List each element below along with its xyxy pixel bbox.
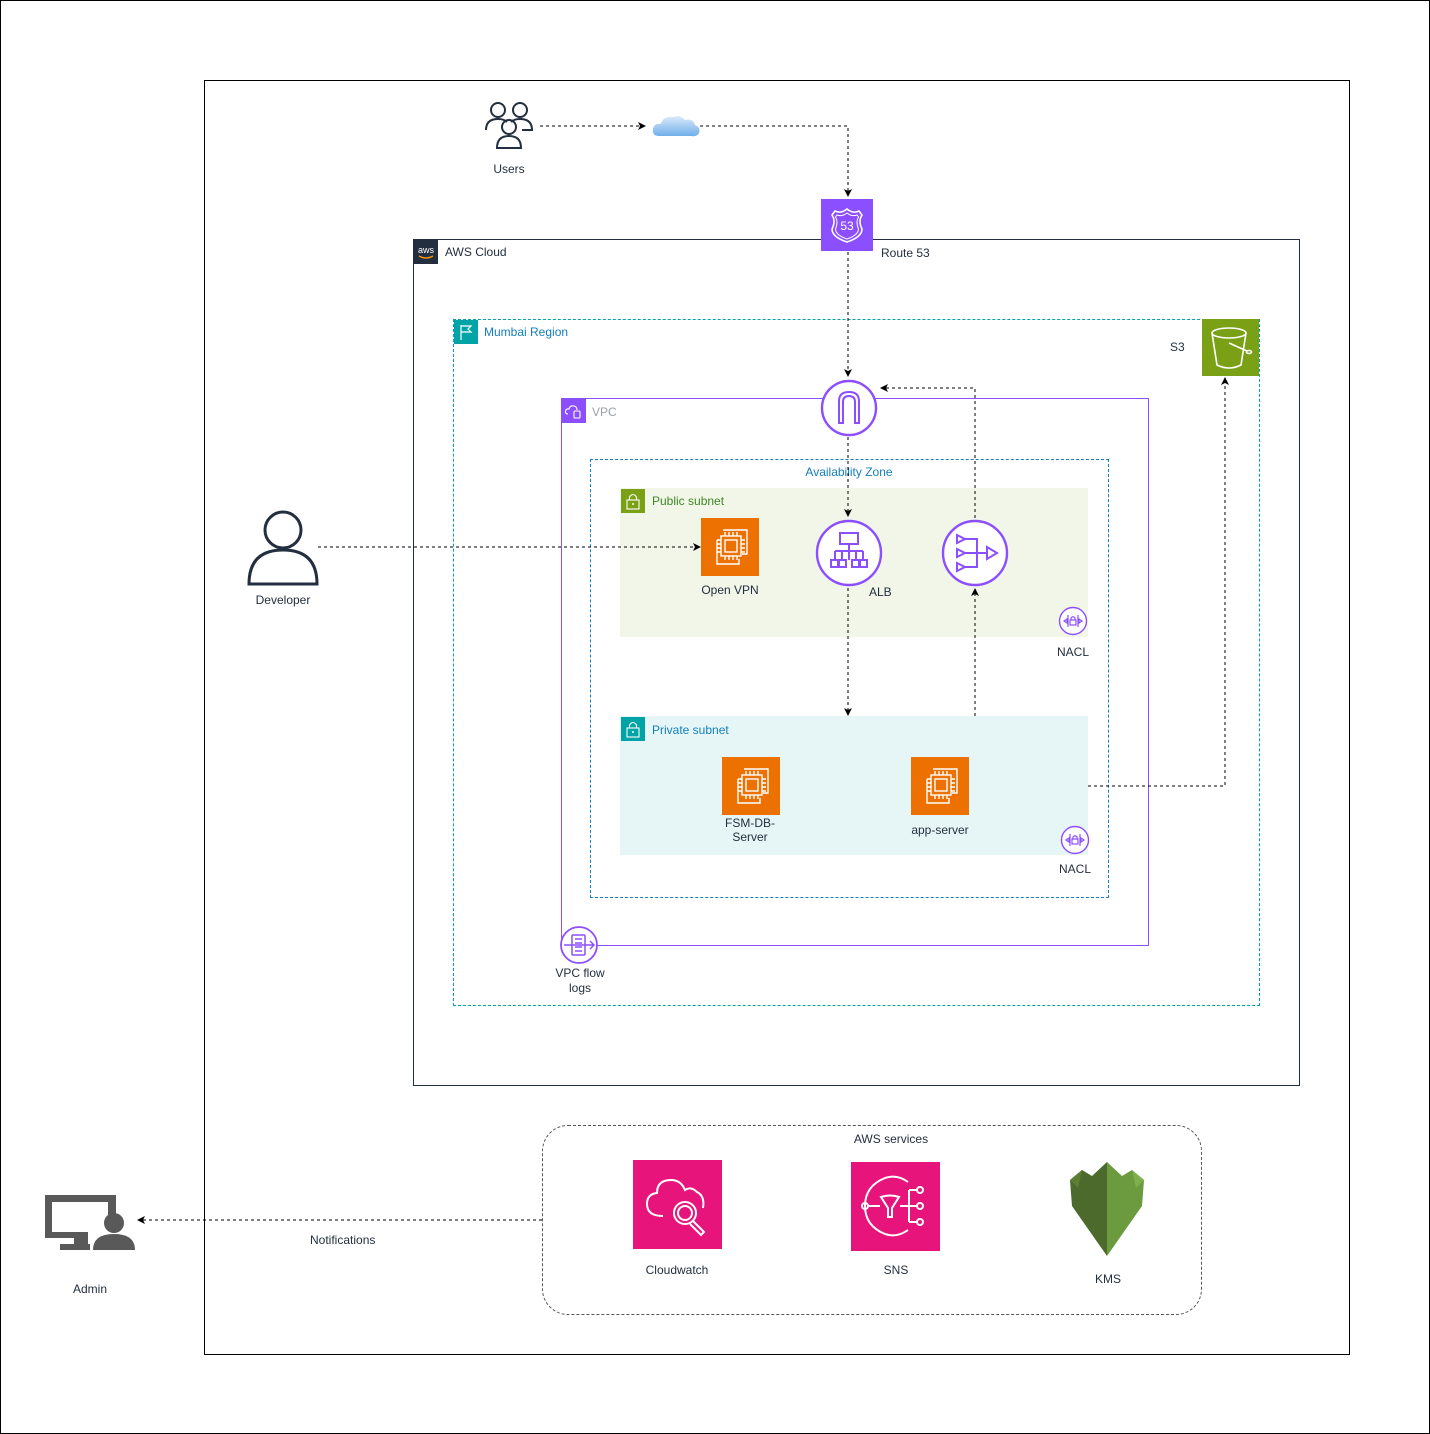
users-label: Users	[493, 162, 525, 176]
aws-services-group	[542, 1125, 1202, 1315]
diagram-frame	[204, 80, 1350, 1355]
fsm-db-server-ec2-icon[interactable]	[722, 757, 780, 815]
developer-icon[interactable]	[244, 508, 322, 586]
route53-icon[interactable]: 53	[821, 199, 873, 251]
sns-icon[interactable]	[851, 1162, 940, 1251]
availability-zone-label: Availability Zone	[805, 465, 893, 479]
region-flag-icon	[454, 320, 478, 344]
fsm-db-server-label: FSM-DB-Server	[725, 816, 775, 844]
alb-label: ALB	[869, 585, 892, 599]
internet-cloud-icon	[651, 112, 701, 140]
region-group	[453, 319, 1260, 1006]
admin-label: Admin	[72, 1282, 107, 1296]
open-vpn-ec2-icon[interactable]	[701, 518, 759, 576]
svg-text:53: 53	[840, 219, 854, 233]
public-subnet-label: Public subnet	[652, 494, 725, 508]
vpc-cloud-icon	[562, 399, 586, 423]
vpc-flow-logs-icon[interactable]	[560, 926, 600, 966]
kms-icon[interactable]	[1066, 1162, 1148, 1256]
app-server-label: app-server	[911, 823, 969, 837]
s3-label: S3	[1170, 340, 1185, 354]
public-subnet-lock-icon	[621, 489, 645, 513]
internet-gateway-icon[interactable]	[820, 379, 878, 437]
s3-bucket-icon[interactable]	[1202, 319, 1259, 376]
vpc-flow-logs-label: VPC flow logs	[555, 966, 605, 995]
route53-label: Route 53	[881, 246, 930, 260]
nat-gateway-icon[interactable]	[940, 518, 1010, 588]
admin-workstation-icon[interactable]	[44, 1194, 136, 1254]
cloudwatch-icon[interactable]	[633, 1160, 722, 1249]
svg-text:aws: aws	[418, 245, 435, 255]
region-label: Mumbai Region	[484, 325, 569, 339]
aws-services-label: AWS services	[853, 1132, 929, 1146]
vpc-label: VPC	[592, 405, 617, 419]
kms-label: KMS	[1094, 1272, 1121, 1286]
alb-icon[interactable]	[814, 518, 884, 588]
nacl-public-icon[interactable]	[1058, 606, 1088, 636]
sns-label: SNS	[883, 1263, 909, 1277]
open-vpn-label: Open VPN	[701, 583, 759, 597]
private-subnet-lock-icon	[621, 717, 645, 741]
developer-label: Developer	[255, 593, 311, 607]
app-server-ec2-icon[interactable]	[911, 757, 969, 815]
aws-logo-icon: aws	[414, 240, 438, 264]
nacl-private-icon[interactable]	[1060, 825, 1090, 855]
private-subnet-label: Private subnet	[652, 723, 729, 737]
users-icon[interactable]	[482, 100, 536, 152]
nacl-private-label: NACL	[1059, 862, 1092, 876]
cloudwatch-label: Cloudwatch	[645, 1263, 709, 1277]
nacl-public-label: NACL	[1057, 645, 1090, 659]
private-subnet-group	[620, 716, 1088, 855]
aws-cloud-label: AWS Cloud	[445, 245, 507, 259]
notifications-edge-label: Notifications	[310, 1233, 376, 1247]
